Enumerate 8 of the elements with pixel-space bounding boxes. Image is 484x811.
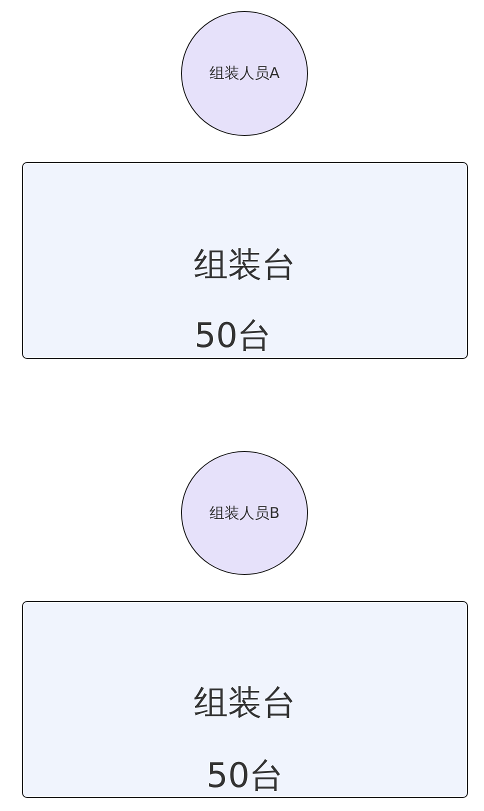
station-box (22, 601, 468, 798)
quantity-label: 50台 (206, 755, 284, 798)
node-label: 组装台 (194, 244, 296, 287)
station-box (22, 162, 468, 359)
node-label: 组装人员A (209, 64, 280, 83)
node-label: 组装人员B (209, 504, 280, 522)
quantity-label: 50台 (194, 315, 272, 358)
node-label: 组装台 (194, 682, 296, 725)
